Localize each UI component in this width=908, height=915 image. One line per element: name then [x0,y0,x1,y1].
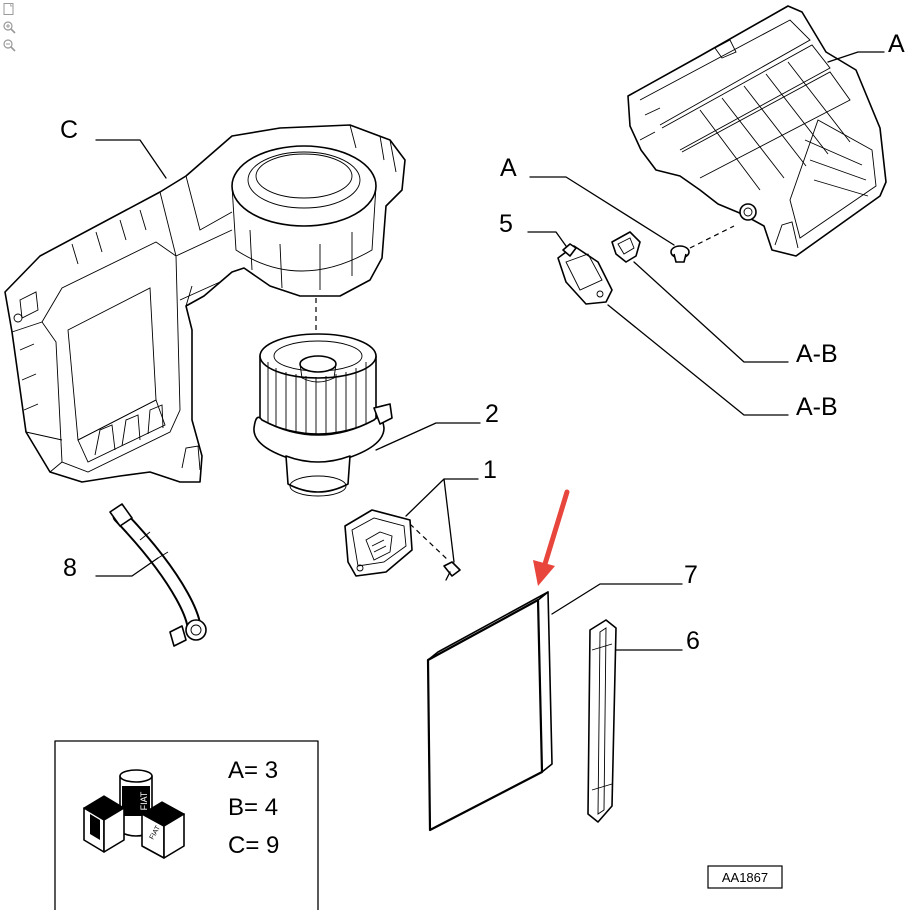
callout-label-ab-upper: A-B [796,340,838,368]
part-2-blower-motor [253,333,393,497]
part-a-housing [627,5,887,257]
legend-box: FIAT FIAT A= 3 B= 4 C= 9 [54,740,319,911]
highlight-arrow [533,489,570,586]
legend-row-b: B= 4 [228,794,278,821]
zoom-out-icon[interactable] [2,38,16,52]
box-left-logo-icon [82,795,126,853]
callout-label-7: 7 [684,561,698,589]
callout-label-ab-lower: A-B [796,393,838,421]
fit-page-icon[interactable] [2,2,16,16]
part-1-screw [443,561,461,581]
callout-label-c-housing: C [60,116,78,144]
assembly-dash-screw [409,523,449,561]
part-a-grommet [670,245,690,263]
part-c-housing [4,124,406,483]
callout-label-8: 8 [63,554,77,582]
callout-label-a-grommet: A [500,154,517,182]
callout-label-5: 5 [499,210,513,238]
part-1-resistor [344,509,413,577]
oil-can-logo-text: FIAT [139,791,149,810]
part-8-hose [109,503,207,647]
drawing-code-box: AA1867 [707,865,783,889]
callout-label-a-housing: A [888,30,905,58]
part-6-seal-strip [587,619,617,823]
legend-row-c: C= 9 [228,832,279,859]
callout-label-2: 2 [485,400,499,428]
callout-label-6: 6 [686,627,700,655]
part-5-actuator [557,243,613,305]
assembly-dash-grommet [689,225,735,249]
leader-lines [95,51,885,651]
box-right-logo-icon: FIAT [140,801,186,859]
zoom-toolbar [2,2,18,52]
callout-label-1: 1 [483,456,497,484]
legend-row-a: A= 3 [228,757,278,784]
zoom-in-icon[interactable] [2,20,16,34]
part-7-cabin-filter [426,591,553,832]
part-ab-clip [611,231,641,263]
drawing-code: AA1867 [722,870,768,885]
